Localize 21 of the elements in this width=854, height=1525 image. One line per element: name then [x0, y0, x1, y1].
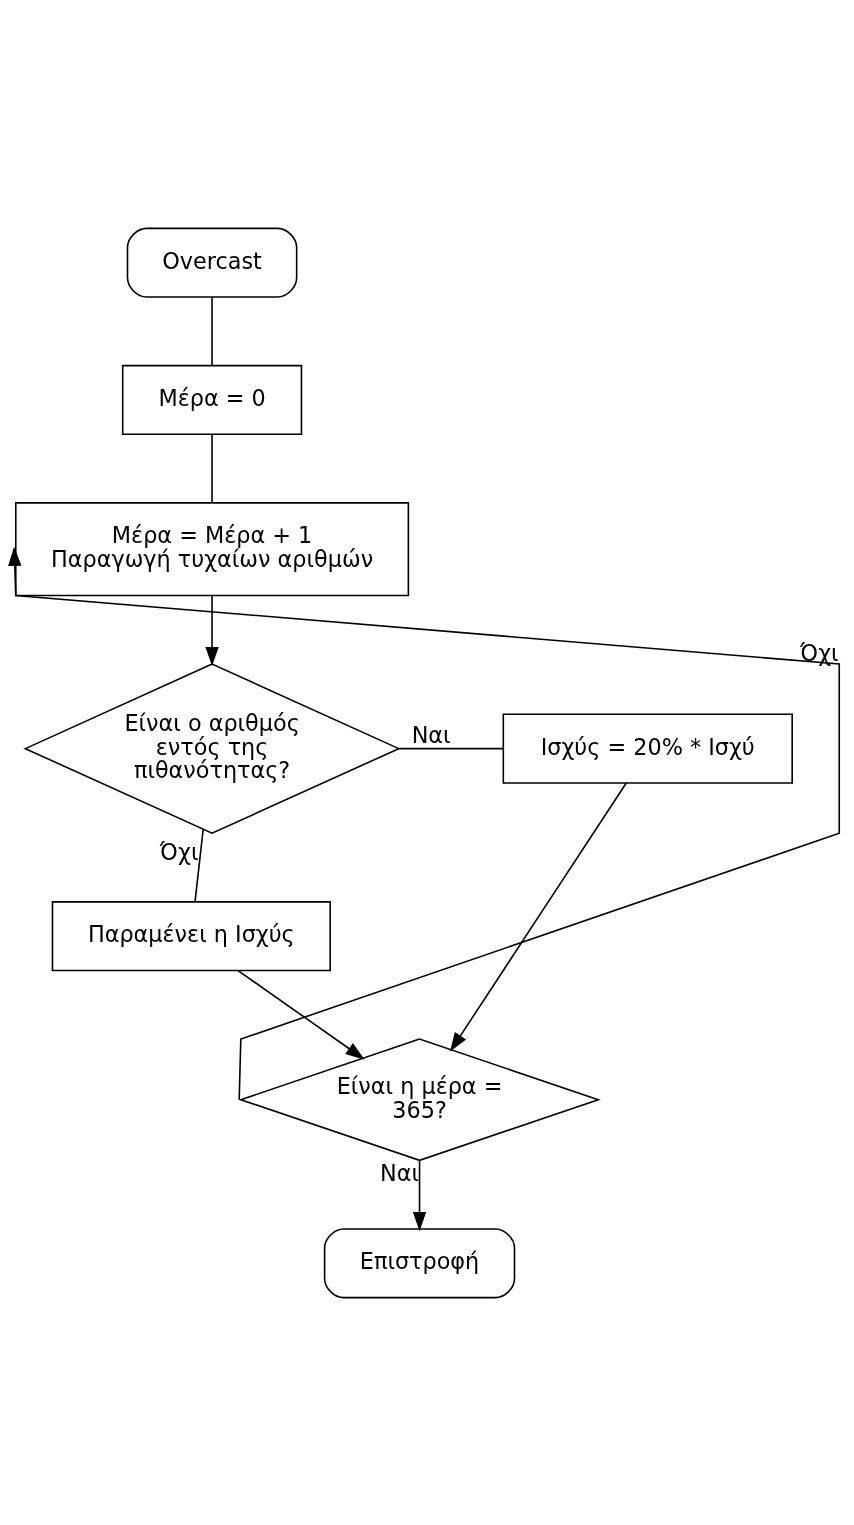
node-diamond: Είναι η μέρα = 365?	[238, 1037, 601, 1161]
connector	[211, 296, 213, 366]
arrow	[205, 594, 219, 666]
connector	[211, 433, 213, 503]
connector	[194, 828, 204, 902]
node-box: Overcast	[126, 227, 298, 298]
arrow	[449, 781, 628, 1052]
edge-label: Όχι	[800, 639, 839, 666]
edge-label: Ναι	[411, 721, 451, 748]
arrow	[412, 1159, 427, 1231]
connector	[398, 747, 504, 749]
node-box: Μέρα = Μέρα + 1 Παραγωγή τυχαίων αριθμών	[14, 501, 410, 596]
node-box: Ισχύς = 20% * Ισχύ	[502, 713, 793, 784]
edge-label: Ναι	[380, 1159, 420, 1185]
node-diamond: Είναι ο αριθμός εντός της πιθανότητας?	[23, 662, 401, 834]
node-box: Επιστροφή	[323, 1227, 516, 1298]
arrow	[237, 969, 365, 1060]
node-box: Μέρα = 0	[121, 364, 303, 435]
edge-label: Όχι	[159, 838, 199, 865]
arrow	[8, 546, 841, 1101]
node-box: Παραμένει η Ισχύς	[51, 900, 331, 971]
